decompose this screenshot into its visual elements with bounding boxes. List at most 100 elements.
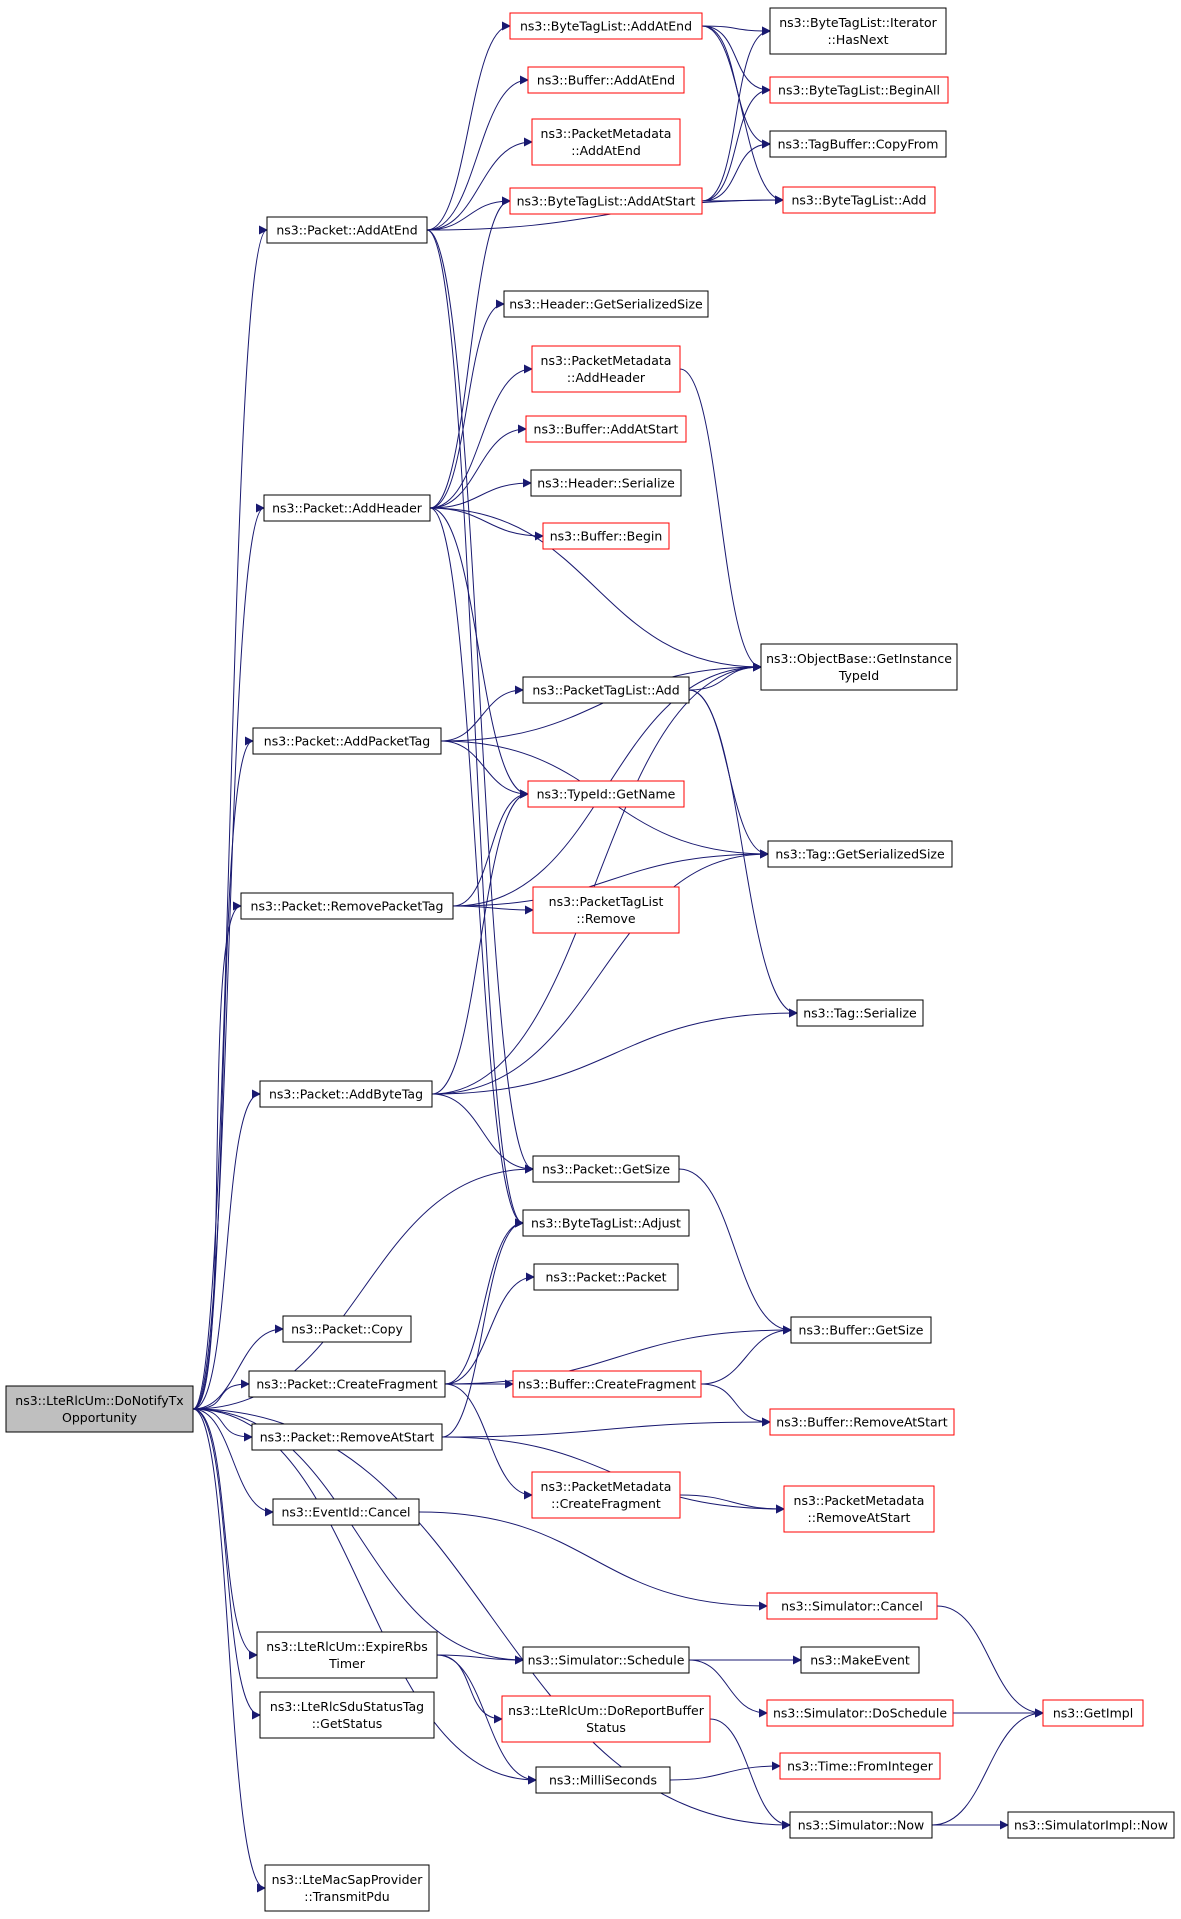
node-box: [535, 1766, 671, 1794]
node-label: ns3::TypeId::GetName: [537, 787, 676, 802]
node-sdustatustag[interactable]: ns3::LteRlcSduStatusTag::GetStatus: [259, 1691, 435, 1739]
node-pkt_addatend[interactable]: ns3::Packet::AddAtEnd: [266, 216, 428, 244]
node-makeevent[interactable]: ns3::MakeEvent: [800, 1646, 920, 1674]
node-btl_beginall[interactable]: ns3::ByteTagList::BeginAll: [769, 76, 949, 104]
node-box: [531, 345, 681, 393]
edge-pkt_createfragment-to-pkt_packet: [444, 1272, 535, 1385]
edge-btl_addatstart-to-tagbuf_copyfrom: [701, 139, 771, 202]
node-sim_schedule[interactable]: ns3::Simulator::Schedule: [522, 1646, 690, 1674]
node-pkt_getsize[interactable]: ns3::Packet::GetSize: [532, 1155, 680, 1183]
node-hdr_serialize[interactable]: ns3::Header::Serialize: [530, 469, 682, 497]
edge-ptl_add-to-tag_serialize: [688, 689, 798, 1018]
node-label: ::RemoveAtStart: [808, 1510, 911, 1525]
node-label: ::AddHeader: [567, 370, 646, 385]
node-pkt_copy[interactable]: ns3::Packet::Copy: [282, 1315, 412, 1343]
node-sim_now[interactable]: ns3::Simulator::Now: [789, 1811, 933, 1839]
node-pkt_removepackettag[interactable]: ns3::Packet::RemovePacketTag: [240, 892, 454, 920]
edge-btl_addatstart-to-btl_add: [701, 195, 784, 205]
node-ptl_remove[interactable]: ns3::PacketTagList::Remove: [532, 886, 680, 934]
node-pkt_packet[interactable]: ns3::Packet::Packet: [533, 1263, 679, 1291]
node-buf_removeatstart[interactable]: ns3::Buffer::RemoveAtStart: [769, 1408, 955, 1436]
node-label: ns3::ByteTagList::AddAtStart: [517, 194, 696, 209]
node-box: [5, 1385, 194, 1433]
node-pm_addheader[interactable]: ns3::PacketMetadata::AddHeader: [531, 345, 681, 393]
node-box: [782, 186, 936, 214]
node-label: ns3::Tag::Serialize: [803, 1006, 917, 1021]
node-label: ns3::PacketTagList: [549, 894, 664, 909]
edge-pkt_addbytetag-to-typeid_getname: [431, 789, 529, 1095]
node-label: ns3::Packet::AddHeader: [272, 501, 423, 516]
edge-milliseconds-to-time_frominteger: [669, 1761, 781, 1781]
node-sim_cancel[interactable]: ns3::Simulator::Cancel: [766, 1592, 938, 1620]
node-tag_getsersize[interactable]: ns3::Tag::GetSerializedSize: [767, 840, 953, 868]
node-btl_adjust[interactable]: ns3::ByteTagList::Adjust: [522, 1209, 690, 1237]
node-label: Status: [586, 1720, 626, 1735]
node-typeid_getname[interactable]: ns3::TypeId::GetName: [527, 780, 685, 808]
edge-root-to-pkt_removepackettag: [192, 901, 242, 1410]
node-label: ns3::Packet::CreateFragment: [256, 1377, 437, 1392]
node-label: ns3::LteRlcUm::DoReportBuffer: [508, 1703, 705, 1718]
edge-pkt_addheader-to-hdr_getsersize: [429, 299, 505, 509]
nodes-layer: ns3::LteRlcUm::DoNotifyTxOpportunityns3:…: [5, 7, 1175, 1912]
node-getimpl[interactable]: ns3::GetImpl: [1042, 1699, 1144, 1727]
node-pkt_addbytetag[interactable]: ns3::Packet::AddByteTag: [259, 1080, 433, 1108]
node-hdr_getsersize[interactable]: ns3::Header::GetSerializedSize: [503, 290, 709, 318]
node-pm_createfragment[interactable]: ns3::PacketMetadata::CreateFragment: [531, 1471, 681, 1519]
node-label: ns3::Buffer::GetSize: [799, 1323, 924, 1338]
node-label: ns3::Simulator::Now: [798, 1818, 925, 1833]
node-btl_iter_hasnext[interactable]: ns3::ByteTagList::Iterator::HasNext: [769, 7, 947, 55]
node-buf_addatstart[interactable]: ns3::Buffer::AddAtStart: [525, 415, 687, 443]
node-eventid_cancel[interactable]: ns3::EventId::Cancel: [272, 1498, 420, 1526]
node-pkt_createfragment[interactable]: ns3::Packet::CreateFragment: [248, 1370, 446, 1398]
node-label: ns3::Header::Serialize: [537, 476, 675, 491]
node-label: ns3::Simulator::Cancel: [781, 1599, 923, 1614]
node-btl_add[interactable]: ns3::ByteTagList::Add: [782, 186, 936, 214]
node-ptl_add[interactable]: ns3::PacketTagList::Add: [522, 676, 690, 704]
node-box: [266, 216, 428, 244]
node-pm_removeatstart[interactable]: ns3::PacketMetadata::RemoveAtStart: [783, 1485, 935, 1533]
edge-pkt_removepackettag-to-typeid_getname: [452, 789, 529, 907]
node-box: [501, 1695, 711, 1743]
node-buf_getsize[interactable]: ns3::Buffer::GetSize: [790, 1316, 932, 1344]
node-buf_addatend[interactable]: ns3::Buffer::AddAtEnd: [527, 66, 685, 94]
node-buf_createfragment[interactable]: ns3::Buffer::CreateFragment: [512, 1370, 702, 1398]
node-btl_addatend[interactable]: ns3::ByteTagList::AddAtEnd: [509, 12, 703, 40]
node-label: ns3::LteRlcSduStatusTag: [270, 1699, 424, 1714]
node-tagbuf_copyfrom[interactable]: ns3::TagBuffer::CopyFrom: [769, 130, 947, 158]
node-pkt_removeatstart[interactable]: ns3::Packet::RemoveAtStart: [251, 1423, 443, 1451]
node-box: [509, 12, 703, 40]
node-transmitpdu[interactable]: ns3::LteMacSapProvider::TransmitPdu: [264, 1864, 430, 1912]
node-box: [1007, 1811, 1175, 1839]
node-milliseconds[interactable]: ns3::MilliSeconds: [535, 1766, 671, 1794]
edge-expirerbs-to-doreportbuffer: [436, 1654, 503, 1724]
node-label: Opportunity: [62, 1410, 138, 1425]
node-pkt_addheader[interactable]: ns3::Packet::AddHeader: [263, 494, 431, 522]
node-box: [264, 1864, 430, 1912]
node-btl_addatstart[interactable]: ns3::ByteTagList::AddAtStart: [509, 187, 703, 215]
node-label: ns3::LteRlcUm::ExpireRbs: [266, 1639, 428, 1654]
node-buf_begin[interactable]: ns3::Buffer::Begin: [542, 522, 670, 550]
node-simimpl_now[interactable]: ns3::SimulatorImpl::Now: [1007, 1811, 1175, 1839]
node-time_frominteger[interactable]: ns3::Time::FromInteger: [779, 1752, 941, 1780]
edge-root-to-sim_now: [192, 1408, 791, 1830]
edge-pkt_removepackettag-to-tag_getsersize: [452, 849, 769, 907]
node-label: ns3::Time::FromInteger: [787, 1759, 934, 1774]
node-box: [530, 469, 682, 497]
edge-pm_createfragment-to-pm_removeatstart: [679, 1494, 785, 1514]
node-pkt_addpackettag[interactable]: ns3::Packet::AddPacketTag: [252, 727, 442, 755]
edge-btl_addatstart-to-btl_iter_hasnext: [701, 26, 771, 202]
edge-pkt_addbytetag-to-tag_getsersize: [431, 849, 769, 1095]
edge-pkt_addpackettag-to-objbase_getinsttypeid: [440, 662, 762, 742]
node-label: ns3::Packet::AddAtEnd: [276, 223, 417, 238]
node-sim_doschedule[interactable]: ns3::Simulator::DoSchedule: [766, 1699, 954, 1727]
edge-pkt_addheader-to-pm_addheader: [429, 364, 533, 509]
node-box: [531, 1471, 681, 1519]
node-tag_serialize[interactable]: ns3::Tag::Serialize: [796, 999, 924, 1027]
node-pm_addatend[interactable]: ns3::PacketMetadata::AddAtEnd: [531, 118, 681, 166]
edge-pm_addheader-to-objbase_getinsttypeid: [679, 368, 762, 672]
edge-pkt_addatend-to-pm_addatend: [426, 137, 533, 231]
